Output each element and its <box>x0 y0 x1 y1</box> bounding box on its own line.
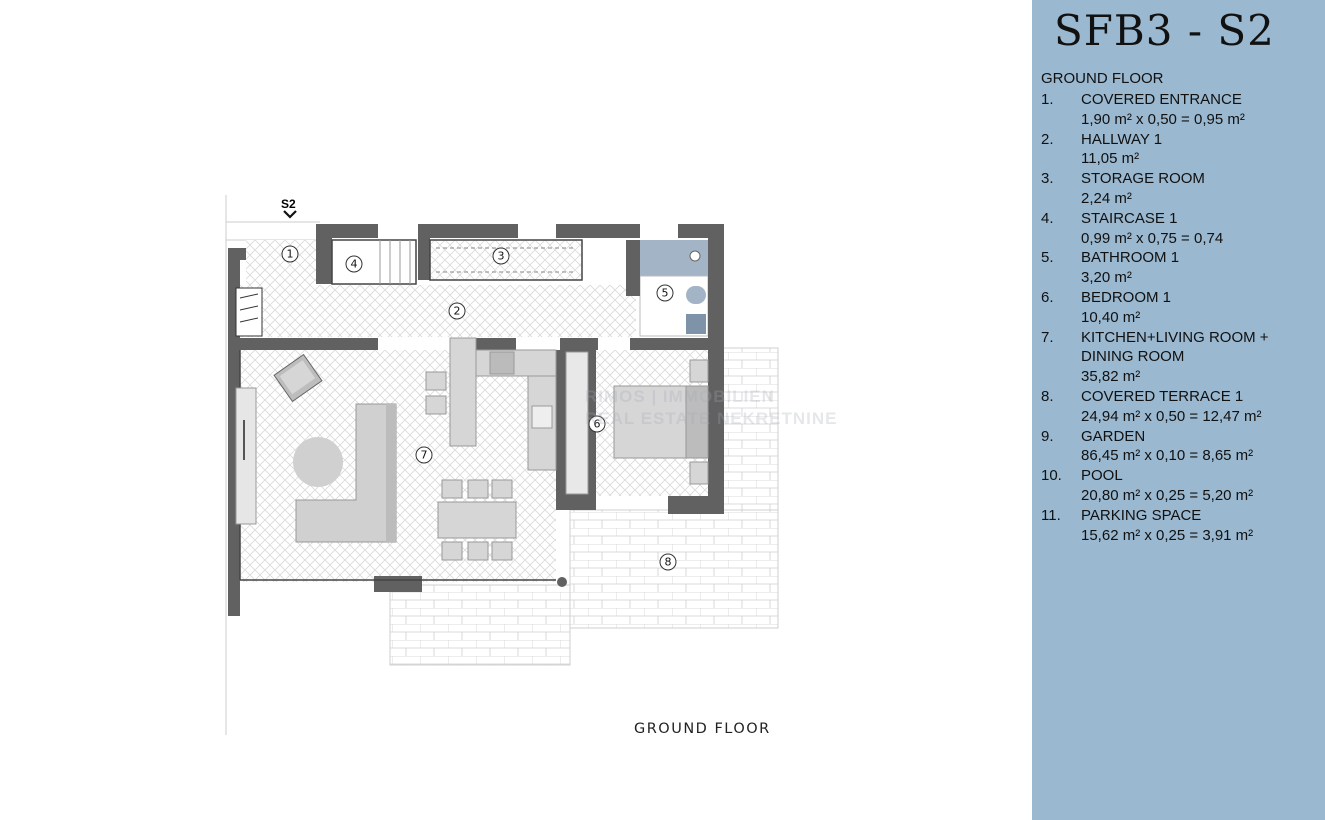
room-area: 86,45 m² x 0,10 = 8,65 m² <box>1081 447 1254 465</box>
room-item-4: 4. STAIRCASE 1 0,99 m² x 0,75 = 0,74 <box>1041 209 1325 249</box>
room-name: PARKING SPACE <box>1081 506 1202 524</box>
room-number: 8. <box>1041 387 1054 405</box>
room-item-9: 9. GARDEN 86,45 m² x 0,10 = 8,65 m² <box>1041 427 1325 467</box>
room-area: 11,05 m² <box>1081 150 1140 168</box>
room-number: 2. <box>1041 130 1054 148</box>
room-label-6: 6 <box>594 418 601 431</box>
room-number: 3. <box>1041 170 1054 188</box>
legend-heading: GROUND FLOOR <box>1041 70 1164 87</box>
storage-shelves <box>436 247 576 273</box>
room-name: HALLWAY 1 <box>1081 130 1163 148</box>
room-area: 0,99 m² x 0,75 = 0,74 <box>1081 229 1224 247</box>
room-area: 15,62 m² x 0,25 = 3,91 m² <box>1081 526 1254 544</box>
section-marker-arrow <box>283 210 297 219</box>
bathroom-fixtures <box>639 240 709 337</box>
room-label-1: 1 <box>287 248 294 261</box>
floor-plan-drawing: 1 4 3 5 2 6 7 8 <box>225 195 779 735</box>
room-number: 5. <box>1041 249 1054 267</box>
room-label-8: 8 <box>665 556 672 569</box>
room-label-4: 4 <box>351 258 358 271</box>
dining-furniture <box>437 479 517 561</box>
room-name: GARDEN <box>1081 427 1146 445</box>
room-area: 2,24 m² <box>1081 189 1132 207</box>
sheet-title: SFB3 - S2 <box>1054 6 1275 55</box>
room-name: COVERED ENTRANCE <box>1081 91 1242 108</box>
room-number: 6. <box>1041 288 1054 306</box>
room-name: STORAGE ROOM <box>1081 170 1205 188</box>
room-name: STAIRCASE 1 <box>1081 209 1178 227</box>
room-label-5: 5 <box>662 287 669 300</box>
room-area: 3,20 m² <box>1081 269 1132 287</box>
staircase <box>379 240 411 284</box>
room-item-5: 5. BATHROOM 1 3,20 m² <box>1041 248 1325 288</box>
room-area: 1,90 m² x 0,50 = 0,95 m² <box>1081 110 1245 128</box>
kitchen-furniture <box>425 337 557 471</box>
room-area: 24,94 m² x 0,50 = 12,47 m² <box>1081 407 1262 425</box>
room-item-11: 11. PARKING SPACE 15,62 m² x 0,25 = 3,91 … <box>1041 506 1325 546</box>
watermark: RIMOS | IMMOBILIEN REAL ESTATE NEKRETNIN… <box>585 386 837 430</box>
room-area: 10,40 m² <box>1081 308 1141 326</box>
room-item-6: 6. BEDROOM 1 10,40 m² <box>1041 288 1325 328</box>
room-label-2: 2 <box>454 305 461 318</box>
room-item-7: 7. KITCHEN+LIVING ROOM + DINING ROOM 35,8… <box>1041 328 1325 387</box>
room-number-labels: 1 4 3 5 2 6 7 8 <box>287 248 672 569</box>
wall-shelving <box>235 287 263 337</box>
room-area: 35,82 m² <box>1081 368 1141 386</box>
room-name: BEDROOM 1 <box>1081 288 1172 306</box>
room-number: 4. <box>1041 209 1054 227</box>
room-name: POOL <box>1081 467 1123 485</box>
watermark-line-1: RIMOS | IMMOBILIEN <box>585 387 775 406</box>
living-furniture <box>235 353 397 543</box>
room-name: BATHROOM 1 <box>1081 249 1180 267</box>
room-area: 20,80 m² x 0,25 = 5,20 m² <box>1081 486 1254 504</box>
room-number: 9. <box>1041 427 1054 445</box>
room-item-8: 8. COVERED TERRACE 1 24,94 m² x 0,50 = 12… <box>1041 387 1325 427</box>
legend-sidebar: SFB3 - S2 GROUND FLOOR 1. COVERED ENTRAN… <box>1032 0 1325 820</box>
room-item-1: 1. COVERED ENTRANCE 1,90 m² x 0,50 = 0,95… <box>1041 90 1325 130</box>
room-number: 10. <box>1041 467 1062 485</box>
room-number: 1. <box>1041 91 1054 108</box>
room-number-circles <box>281 245 677 571</box>
room-name: KITCHEN+LIVING ROOM + DINING ROOM <box>1081 328 1269 366</box>
floor-plan-area: 1 4 3 5 2 6 7 8 S2 RIMOS | IMMOBILIEN RE… <box>225 195 837 737</box>
room-number: 11. <box>1041 506 1061 524</box>
floor-caption: GROUND FLOOR <box>634 721 771 737</box>
room-label-7: 7 <box>421 449 428 462</box>
room-item-2: 2. HALLWAY 1 11,05 m² <box>1041 130 1325 170</box>
room-name: COVERED TERRACE 1 <box>1081 387 1244 405</box>
watermark-line-2: REAL ESTATE NEKRETNINE <box>585 409 838 428</box>
room-list: 1. COVERED ENTRANCE 1,90 m² x 0,50 = 0,95… <box>1041 90 1325 545</box>
room-label-3: 3 <box>498 250 505 263</box>
section-marker-label: S2 <box>281 197 296 211</box>
bedroom-furniture <box>565 351 709 495</box>
room-number: 7. <box>1041 328 1054 346</box>
